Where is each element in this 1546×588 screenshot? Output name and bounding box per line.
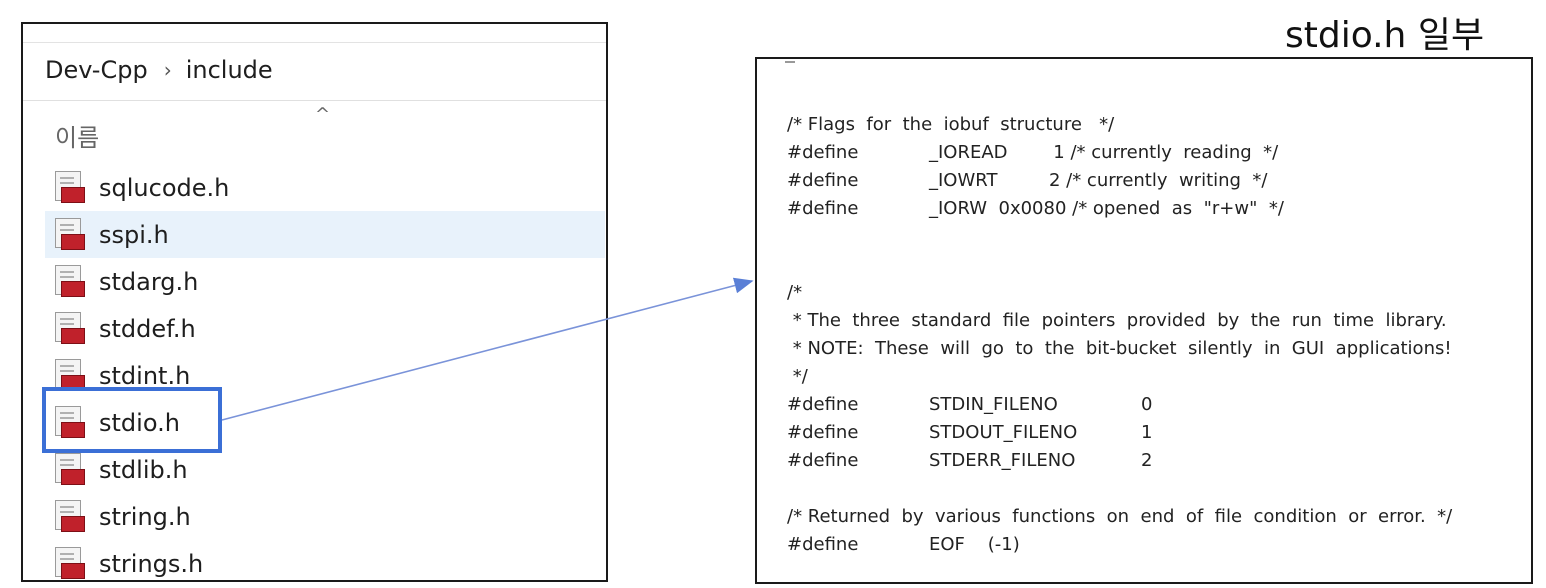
file-row[interactable]: sspi.h xyxy=(45,211,605,258)
file-name: stddef.h xyxy=(99,314,196,343)
code-text: * The three standard file pointers provi… xyxy=(787,310,1447,331)
code-identifier: _IORW 0x0080 /* opened as "r+w" */ xyxy=(929,198,1284,219)
code-identifier: _IOWRT 2 /* currently writing */ xyxy=(929,170,1268,191)
file-row[interactable]: stdarg.h xyxy=(45,258,605,305)
file-name: stdio.h xyxy=(99,408,180,437)
code-identifier: STDOUT_FILENO xyxy=(929,422,1078,443)
code-text: /* Returned by various functions on end … xyxy=(787,506,1453,527)
chevron-right-icon: › xyxy=(163,58,172,82)
file-name: stdint.h xyxy=(99,361,191,390)
c-header-file-icon xyxy=(55,546,85,581)
file-name: sqlucode.h xyxy=(99,173,230,202)
c-header-file-icon xyxy=(55,452,85,487)
file-row[interactable]: stdio.h xyxy=(45,399,605,446)
code-directive: #define xyxy=(787,394,859,415)
code-identifier: _IOREAD 1 /* currently reading */ xyxy=(929,142,1279,163)
stdio-highlight-box xyxy=(42,387,222,453)
window-top-divider xyxy=(23,42,606,43)
code-directive: #define xyxy=(787,422,859,443)
c-header-file-icon xyxy=(55,405,85,440)
c-header-file-icon xyxy=(55,264,85,299)
panel-mark xyxy=(785,61,795,63)
code-directive: #define xyxy=(787,142,859,163)
file-name: stdlib.h xyxy=(99,455,188,484)
file-name: stdarg.h xyxy=(99,267,199,296)
file-row[interactable]: stddef.h xyxy=(45,305,605,352)
c-header-file-icon xyxy=(55,499,85,534)
code-text: /* xyxy=(787,282,803,303)
sort-ascending-icon[interactable]: ^ xyxy=(315,104,331,125)
caption-title: stdio.h 일부 xyxy=(1285,15,1485,56)
breadcrumb-include[interactable]: include xyxy=(185,56,273,84)
breadcrumb: Dev-Cpp › include xyxy=(45,54,273,86)
c-header-file-icon xyxy=(55,170,85,205)
c-header-file-icon xyxy=(55,358,85,393)
breadcrumb-dev-cpp[interactable]: Dev-Cpp xyxy=(45,56,148,84)
code-text: */ xyxy=(787,366,808,387)
code-text: * NOTE: These will go to the bit-bucket … xyxy=(787,338,1452,359)
breadcrumb-divider xyxy=(23,100,606,101)
arrow-line xyxy=(221,277,754,421)
file-row[interactable]: string.h xyxy=(45,493,605,540)
code-excerpt-panel: /* Flags for the iobuf structure */ #defi… xyxy=(755,57,1533,584)
c-header-file-icon xyxy=(55,217,85,252)
file-row[interactable]: strings.h xyxy=(45,540,605,581)
file-name: strings.h xyxy=(99,549,204,578)
file-row[interactable]: sqlucode.h xyxy=(45,164,605,211)
code-identifier: STDERR_FILENO xyxy=(929,450,1076,471)
code-text: /* Flags for the iobuf structure */ xyxy=(787,114,1115,135)
code-identifier: EOF (-1) xyxy=(929,534,1020,555)
code-identifier: STDIN_FILENO xyxy=(929,394,1058,415)
code-directive: #define xyxy=(787,198,859,219)
file-row[interactable]: stdint.h xyxy=(45,352,605,399)
file-list: sqlucode.h sspi.h stdarg.h stddef.h stdint.h… xyxy=(45,164,605,581)
column-header-name[interactable]: 이름 xyxy=(55,124,100,152)
c-header-file-icon xyxy=(55,311,85,346)
code-directive: #define xyxy=(787,450,859,471)
code-value: 0 xyxy=(1141,394,1153,415)
file-name: string.h xyxy=(99,502,191,531)
file-name: sspi.h xyxy=(99,220,169,249)
file-row[interactable]: stdlib.h xyxy=(45,446,605,493)
code-directive: #define xyxy=(787,170,859,191)
code-directive: #define xyxy=(787,534,859,555)
code-value: 2 xyxy=(1141,450,1153,471)
code-value: 1 xyxy=(1141,422,1153,443)
